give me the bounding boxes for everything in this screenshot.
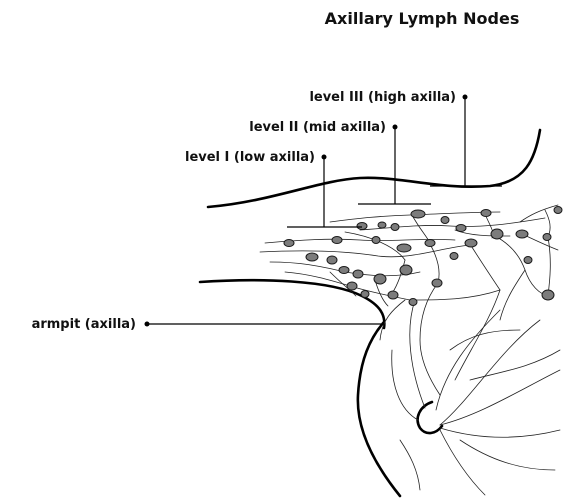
- label-level-ii: level II (mid axilla): [249, 120, 386, 135]
- lymph-node: [339, 267, 349, 274]
- lymph-node: [332, 237, 342, 244]
- lymph-node: [357, 223, 367, 230]
- lymph-node: [327, 256, 337, 264]
- lymph-node: [347, 282, 357, 290]
- lymph-node: [284, 240, 294, 247]
- lymph-node: [425, 240, 435, 247]
- lymph-node: [524, 257, 532, 264]
- lymph-node: [542, 290, 554, 300]
- breast-ducts: [380, 300, 560, 495]
- level-i-pointer-dot: [322, 155, 327, 160]
- lymph-node: [491, 229, 503, 239]
- lymph-node: [543, 234, 551, 241]
- lymph-node: [441, 217, 449, 224]
- lymph-node: [397, 244, 411, 252]
- lymph-node: [432, 279, 442, 287]
- lymph-node: [400, 265, 412, 275]
- lymph-node: [516, 230, 528, 238]
- lymph-node: [481, 210, 491, 217]
- armpit-pointer-dot: [145, 322, 150, 327]
- lymph-node: [374, 274, 386, 284]
- lymph-vessels: [260, 205, 558, 395]
- lymph-node: [391, 224, 399, 231]
- nipple: [418, 402, 442, 433]
- diagram-title: Axillary Lymph Nodes: [325, 9, 520, 28]
- lymph-node: [409, 299, 417, 306]
- lymph-node: [372, 237, 380, 244]
- lymph-node: [388, 291, 398, 299]
- level-ii-pointer-dot: [393, 125, 398, 130]
- lymph-node: [554, 207, 562, 214]
- lymph-node: [361, 291, 369, 298]
- level-iii-pointer-dot: [463, 95, 468, 100]
- label-level-i: level I (low axilla): [185, 150, 315, 165]
- level-markers: [287, 95, 502, 228]
- shoulder-outline: [208, 130, 540, 207]
- lymph-node: [456, 225, 466, 232]
- lymph-node: [378, 222, 386, 228]
- lymph-node: [411, 210, 425, 218]
- label-level-iii: level III (high axilla): [309, 90, 456, 105]
- lymph-node: [450, 253, 458, 260]
- lymph-node: [353, 270, 363, 278]
- label-armpit: armpit (axilla): [32, 317, 136, 332]
- breast-outline: [358, 322, 400, 496]
- lymph-node: [465, 239, 477, 247]
- lymph-node: [306, 253, 318, 261]
